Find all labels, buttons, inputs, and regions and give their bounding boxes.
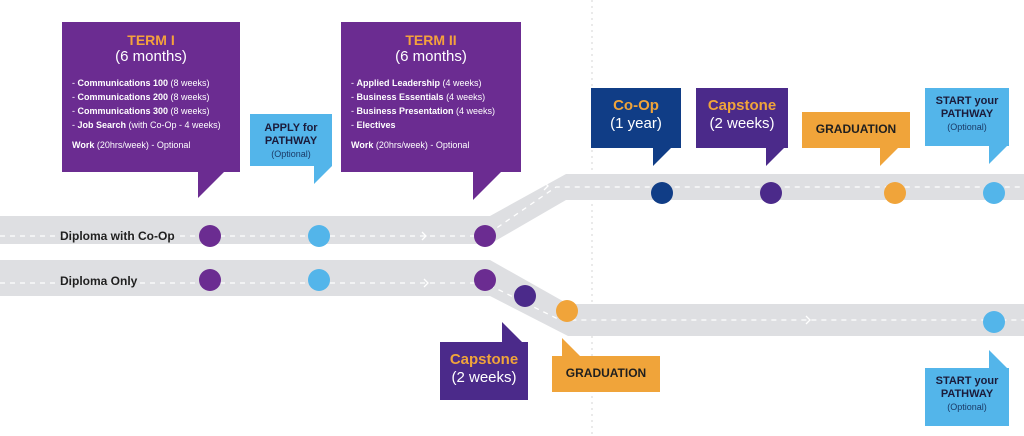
callout-tail: [766, 148, 784, 166]
callout-tail: [562, 338, 580, 356]
term1-heading: TERM I: [127, 32, 175, 48]
capstone-bottom-duration: (2 weeks): [451, 369, 517, 386]
callout-tail: [880, 148, 898, 166]
apply-note: (Optional): [271, 149, 311, 159]
start-top-line1: START your: [935, 95, 999, 107]
milestone-term2-coop: [474, 225, 496, 247]
term1-callout: TERM I (6 months) - Communications 100 (…: [62, 22, 240, 198]
milestone-apply-only: [308, 269, 330, 291]
arrow-chevron: [543, 181, 549, 191]
milestone-graduation-top: [884, 182, 906, 204]
milestone-term1-coop: [199, 225, 221, 247]
term2-course: - Applied Leadership (4 weeks): [351, 78, 482, 88]
term1-course: - Communications 300 (8 weeks): [72, 106, 210, 116]
term2-heading: TERM II: [405, 32, 457, 48]
capstone-top-duration: (2 weeks): [709, 115, 775, 132]
start-top-line2: PATHWAY: [940, 108, 994, 120]
start-bottom-line1: START your: [935, 375, 999, 387]
capstone-top-title: Capstone: [707, 97, 777, 114]
term2-duration: (6 months): [395, 48, 467, 65]
term1-work: Work (20hrs/week) - Optional: [72, 140, 191, 150]
callout-tail: [473, 172, 501, 200]
term2-course: - Business Presentation (4 weeks): [351, 106, 496, 116]
callout-tail: [314, 166, 332, 184]
apply-line2: PATHWAY: [264, 135, 318, 147]
coop-title: Co-Op: [613, 97, 659, 114]
capstone-top-callout: Capstone (2 weeks): [696, 88, 788, 166]
term1-course: - Job Search (with Co-Op - 4 weeks): [72, 120, 221, 130]
term1-course: - Communications 200 (8 weeks): [72, 92, 210, 102]
start-bottom-line2: PATHWAY: [940, 388, 994, 400]
callout-tail: [653, 148, 671, 166]
arrow-chevron: [423, 278, 429, 288]
start-bottom-callout: START your PATHWAY (Optional): [925, 350, 1009, 426]
only-road-dashes: [0, 282, 1024, 321]
coop-road-dashes: [0, 186, 1024, 237]
term2-course: - Electives: [351, 120, 396, 130]
capstone-bottom-title: Capstone: [449, 351, 519, 368]
coop-callout: Co-Op (1 year): [591, 88, 681, 166]
term2-work: Work (20hrs/week) - Optional: [351, 140, 470, 150]
graduation-bottom-label: GRADUATION: [565, 366, 647, 380]
term1-course: - Communications 100 (8 weeks): [72, 78, 210, 88]
only-road: [0, 260, 1024, 336]
apply-line1: APPLY for: [264, 122, 318, 134]
start-bottom-note: (Optional): [947, 402, 987, 412]
start-top-callout: START your PATHWAY (Optional): [925, 88, 1009, 164]
callout-tail: [502, 322, 522, 342]
arrow-chevron: [421, 231, 427, 241]
start-top-note: (Optional): [947, 122, 987, 132]
milestone-coop: [651, 182, 673, 204]
milestone-term2-only: [474, 269, 496, 291]
track-label-only: Diploma Only: [60, 274, 138, 288]
milestone-apply-coop: [308, 225, 330, 247]
term2-callout: TERM II (6 months) - Applied Leadership …: [341, 22, 521, 200]
milestone-start-top: [983, 182, 1005, 204]
apply-callout: APPLY for PATHWAY (Optional): [250, 114, 332, 184]
graduation-top-label: GRADUATION: [815, 122, 897, 136]
milestone-start-bottom: [983, 311, 1005, 333]
term2-course-list: - Applied Leadership (4 weeks) - Busines…: [351, 76, 511, 132]
milestone-capstone-bottom: [514, 285, 536, 307]
track-label-coop: Diploma with Co-Op: [60, 229, 175, 243]
milestone-capstone-top: [760, 182, 782, 204]
graduation-top-callout: GRADUATION: [802, 112, 910, 166]
callout-tail: [989, 350, 1007, 368]
term1-duration: (6 months): [115, 48, 187, 65]
callout-tail: [198, 172, 224, 198]
arrow-chevron: [805, 315, 811, 325]
term2-course: - Business Essentials (4 weeks): [351, 92, 486, 102]
term1-course-list: - Communications 100 (8 weeks) - Communi…: [72, 76, 230, 132]
milestone-term1-only: [199, 269, 221, 291]
milestone-graduation-bottom: [556, 300, 578, 322]
callout-tail: [989, 146, 1007, 164]
graduation-bottom-callout: GRADUATION: [552, 338, 660, 392]
capstone-bottom-callout: Capstone (2 weeks): [440, 322, 528, 400]
coop-duration: (1 year): [610, 115, 662, 132]
